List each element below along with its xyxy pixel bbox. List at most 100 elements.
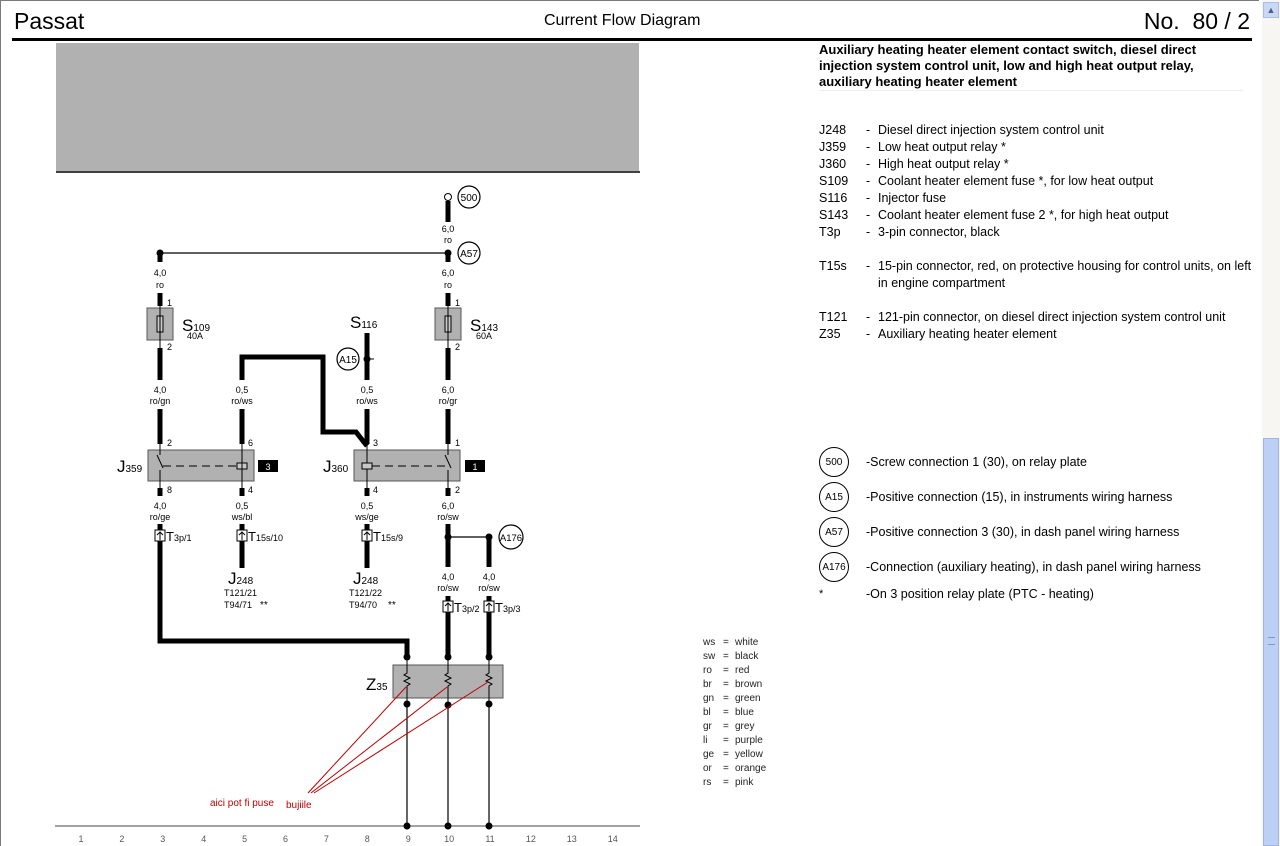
legend-spacer (819, 292, 1258, 309)
equals-sign: = (723, 637, 729, 648)
legend-item: J360-High heat output relay * (819, 156, 1258, 173)
equals-sign: = (723, 679, 729, 690)
legend-description: 121-pin connector, on diesel direct inje… (878, 310, 1226, 324)
wire-color-item: gr=grey (703, 720, 766, 734)
legend-dash: - (866, 174, 871, 188)
grey-title-area (56, 43, 639, 171)
legend-item: Z35-Auxiliary heating heater element (819, 326, 1258, 343)
wire-color: ro (444, 235, 452, 245)
svg-text:T94/70: T94/70 (349, 600, 377, 610)
circuit-diagram: 500 6,0 ro A57 4,0 ro 6,0 ro 1 2 S109 40… (55, 43, 640, 844)
wire-size: 6,0 (442, 224, 455, 234)
wire-color: ro/gr (439, 396, 458, 406)
legend-item: T3p-3-pin connector, black (819, 224, 1258, 241)
svg-text:T3p/2: T3p/2 (454, 600, 479, 615)
node-a176-label: A176 (500, 533, 522, 544)
relay-position-tag-label: 3 (265, 462, 270, 472)
wire-color-abbr: ro (703, 665, 712, 676)
wire-size: 6,0 (442, 385, 455, 395)
connection-node-symbol: A15 (819, 482, 849, 512)
connector-t3p3: T3p/3 (483, 596, 520, 615)
legend-item: J359-Low heat output relay * (819, 139, 1258, 156)
equals-sign: = (723, 777, 729, 788)
wire-color-abbr: br (703, 679, 712, 690)
track-number: 11 (485, 834, 494, 844)
wire-color-name: brown (735, 679, 763, 690)
pin-number: 4 (248, 485, 253, 495)
track-number: 7 (324, 834, 329, 844)
wire-size: 4,0 (154, 385, 167, 395)
equals-sign: = (723, 749, 729, 760)
wire-color-item: bl=blue (703, 706, 766, 720)
track-number: 3 (160, 834, 165, 844)
wire-color: ws/ge (354, 512, 379, 522)
annotation-line (310, 686, 448, 794)
ecu-ref-right: J248 T121/22 T94/70 ** (349, 569, 396, 611)
annotation-line (307, 686, 407, 794)
relay-position-tag (258, 460, 278, 472)
wire-size: 4,0 (154, 501, 167, 511)
legend-dash: - (866, 525, 871, 539)
relay-j359 (147, 441, 255, 488)
wire-color: ro (444, 280, 452, 290)
equals-sign: = (723, 721, 729, 732)
wire-size: 6,0 (442, 501, 455, 511)
junction-dot (444, 822, 452, 830)
connector-t3p2: T3p/2 (442, 596, 479, 615)
scroll-grip-icon (1268, 637, 1275, 645)
legend-code: Z35 (819, 327, 841, 341)
pin-number: 3 (373, 438, 378, 448)
wire-color-abbr: sw (703, 651, 716, 662)
scroll-up-arrow-icon[interactable]: ▲ (1263, 2, 1279, 18)
svg-text:T15s/10: T15s/10 (248, 529, 283, 544)
wire-size: 0,5 (361, 501, 374, 511)
wire-color: ro/ge (150, 512, 171, 522)
diagram-title: Auxiliary heating heater element contact… (819, 42, 1197, 89)
svg-text:J248: J248 (353, 569, 379, 588)
connection-description-text: Positive connection 3 (30), in dash pane… (870, 525, 1180, 539)
vertical-scrollbar[interactable]: ▲ (1262, 0, 1280, 846)
connection-description-text: Positive connection (15), in instruments… (870, 490, 1173, 504)
equals-sign: = (723, 707, 729, 718)
junction-dot (444, 533, 452, 541)
pin-number: 1 (455, 298, 460, 308)
legend-code: S116 (819, 191, 848, 205)
terminal-500-dot (444, 193, 452, 201)
track-number: 8 (365, 834, 370, 844)
page-number: No. 80 / 2 (1143, 8, 1250, 34)
svg-text:T3p/3: T3p/3 (495, 600, 520, 615)
pin-number: 4 (373, 485, 378, 495)
wire-color-item: ge=yellow (703, 748, 766, 762)
pin-number: 1 (167, 298, 172, 308)
wire-color-item: or=orange (703, 762, 766, 776)
track-number: 1 (78, 834, 83, 844)
junction-dot (403, 822, 411, 830)
wire-color-abbr: gn (703, 693, 715, 704)
wire-color-abbr: rs (703, 777, 712, 788)
svg-text:T94/71: T94/71 (224, 600, 252, 610)
scroll-thumb[interactable] (1263, 438, 1279, 846)
wire-size: 0,5 (236, 385, 249, 395)
connection-legend-item: 500- Screw connection 1 (30), on relay p… (819, 447, 1087, 477)
fuse-s143-label: S143 (470, 316, 498, 335)
fuse-rating: 60A (476, 331, 492, 341)
connection-legend-item: A57- Positive connection 3 (30), in dash… (819, 517, 1179, 547)
legend-item: S109-Coolant heater element fuse *, for … (819, 173, 1258, 190)
legend-dash: - (866, 587, 871, 601)
heater-z35 (392, 657, 504, 704)
ecu-ref-left: J248 T121/21 T94/71 ** (224, 569, 268, 611)
wire-color-name: green (735, 693, 761, 704)
legend-code: J248 (819, 123, 847, 137)
pin-number: 6 (248, 438, 253, 448)
node-500: 500 (457, 185, 481, 209)
wire-color: ro/sw (437, 512, 459, 522)
relay-position-tag-label: 1 (472, 462, 477, 472)
pin-number: 8 (167, 485, 172, 495)
wire-color-abbr: ge (703, 749, 715, 760)
connection-node-symbol: A176 (819, 552, 849, 582)
wire-size: 0,5 (361, 385, 374, 395)
annotation-line (313, 681, 489, 794)
pin-number: 2 (167, 438, 172, 448)
